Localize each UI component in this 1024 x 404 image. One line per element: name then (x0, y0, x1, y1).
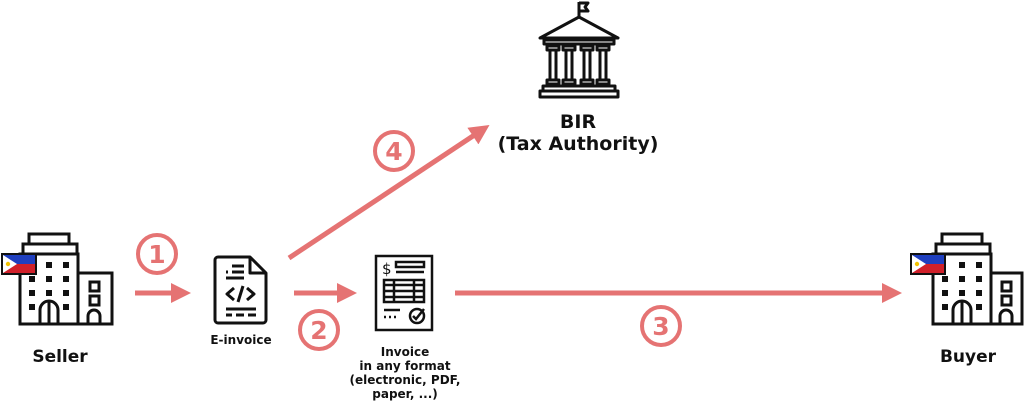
buyer-building-icon (910, 232, 1024, 326)
seller-building-icon (1, 232, 114, 326)
step-marker-2: 2 (298, 309, 340, 351)
invoice-label: Invoice in any format (electronic, PDF, … (349, 345, 461, 401)
e-invoice-label: E-invoice (210, 333, 272, 347)
seller-label: Seller (32, 347, 88, 367)
step-marker-1: 1 (136, 233, 178, 275)
government-building-icon (538, 1, 620, 99)
buyer-label: Buyer (939, 347, 997, 367)
svg-text:3: 3 (652, 312, 669, 341)
philippine-flag-icon (910, 253, 946, 275)
step-marker-3: 3 (640, 305, 682, 347)
e-invoice-document-icon (213, 255, 268, 325)
invoice-document-icon: $ (374, 254, 434, 332)
svg-text:1: 1 (148, 240, 165, 269)
bir-label: BIR (Tax Authority) (497, 111, 659, 155)
philippine-flag-icon (1, 253, 37, 275)
svg-text:4: 4 (385, 137, 402, 166)
svg-text:2: 2 (310, 316, 327, 345)
svg-text:$: $ (382, 260, 392, 278)
arrow-step-4 (287, 125, 490, 261)
step-marker-4: 4 (373, 130, 415, 172)
